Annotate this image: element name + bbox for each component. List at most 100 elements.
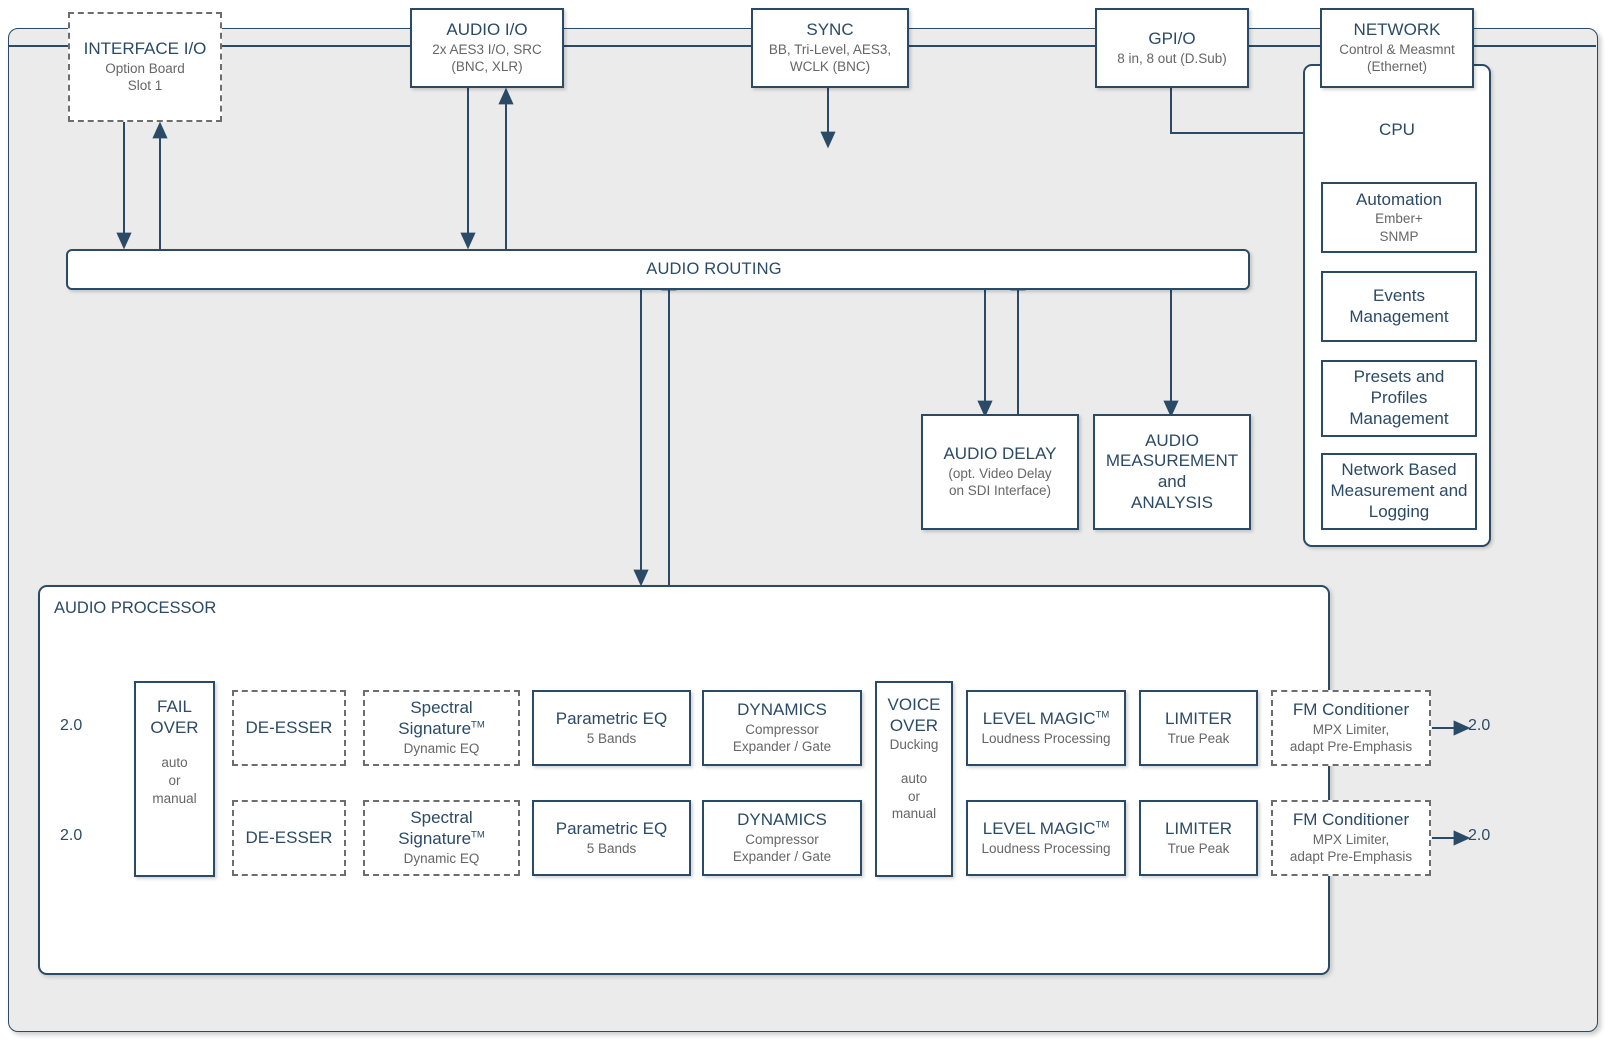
block-title: LEVEL MAGICTM — [983, 819, 1109, 840]
block-subtitle-1: 8 in, 8 out (D.Sub) — [1117, 50, 1227, 66]
block-sync[interactable]: SYNC BB, Tri-Level, AES3, WCLK (BNC) — [751, 8, 909, 88]
block-subtitle-1: MPX Limiter, — [1312, 721, 1390, 737]
block-subtitle-2: (Ethernet) — [1366, 59, 1428, 75]
output-label-b: 2.0 — [1468, 827, 1491, 844]
block-gpio[interactable]: GPI/O 8 in, 8 out (D.Sub) — [1095, 8, 1249, 88]
fail-over-mode-3: manual — [152, 790, 197, 806]
block-title: AUDIO I/O — [446, 20, 528, 40]
block-title: Spectral SignatureTM — [365, 808, 518, 849]
block-spectral-signature-b[interactable]: Spectral SignatureTM Dynamic EQ — [363, 800, 520, 876]
cpu-label: CPU — [1379, 120, 1415, 139]
tm-mark: TM — [471, 719, 485, 731]
block-subtitle-1: Loudness Processing — [981, 730, 1111, 746]
cpu-item-sub-1: Ember+ — [1375, 211, 1423, 227]
block-subtitle-1: Compressor — [745, 831, 819, 847]
fail-over-text: FAIL OVER — [150, 697, 199, 737]
block-title-2: MEASUREMENT — [1105, 451, 1239, 471]
block-fm-conditioner-a[interactable]: FM Conditioner MPX Limiter, adapt Pre-Em… — [1271, 690, 1431, 766]
block-subtitle-1: 5 Bands — [586, 730, 637, 746]
block-fail-over[interactable]: FAIL OVER auto or manual — [134, 681, 215, 877]
block-title: Parametric EQ — [555, 818, 668, 838]
block-title: FM Conditioner — [1292, 700, 1410, 720]
cpu-item-presets-profiles[interactable]: Presets and Profiles Management — [1321, 360, 1477, 437]
block-subtitle-1: MPX Limiter, — [1312, 831, 1390, 847]
block-subtitle-1: BB, Tri-Level, AES3, — [768, 41, 892, 57]
cpu-item-automation[interactable]: Automation Ember+ SNMP — [1321, 182, 1477, 253]
voice-over-mode-1: auto — [900, 771, 928, 787]
footer: jünger D*AP4 LM EDITION Block Diagram st… — [8, 975, 1596, 1030]
block-de-esser-b[interactable]: DE-ESSER — [232, 800, 346, 876]
block-limiter-b[interactable]: LIMITER True Peak — [1139, 800, 1258, 876]
block-audio-io[interactable]: AUDIO I/O 2x AES3 I/O, SRC (BNC, XLR) — [410, 8, 564, 88]
block-subtitle-2: on SDI Interface) — [948, 483, 1052, 499]
block-title: DE-ESSER — [245, 717, 333, 737]
block-voice-over[interactable]: VOICE OVER Ducking auto or manual — [875, 681, 953, 877]
block-subtitle-1: Option Board — [105, 60, 185, 76]
block-title: GPI/O — [1148, 28, 1196, 48]
tm-mark: TM — [1095, 709, 1110, 721]
block-title: DYNAMICS — [737, 810, 827, 830]
block-title: LEVEL MAGICTM — [983, 709, 1109, 730]
input-label-a: 2.0 — [60, 717, 83, 734]
block-subtitle-1: Compressor — [745, 721, 819, 737]
block-title: VOICE OVER — [877, 695, 951, 736]
block-parametric-eq-a[interactable]: Parametric EQ 5 Bands — [532, 690, 691, 766]
block-level-magic-a[interactable]: LEVEL MAGICTM Loudness Processing — [966, 690, 1126, 766]
fail-over-mode-1: auto — [161, 755, 188, 771]
block-network[interactable]: NETWORK Control & Measmnt (Ethernet) — [1320, 8, 1474, 88]
block-dynamics-a[interactable]: DYNAMICS Compressor Expander / Gate — [702, 690, 862, 766]
block-title: Spectral SignatureTM — [365, 698, 518, 739]
tm-mark: TM — [471, 829, 485, 841]
audio-routing-bar[interactable]: AUDIO ROUTING — [66, 249, 1250, 290]
block-parametric-eq-b[interactable]: Parametric EQ 5 Bands — [532, 800, 691, 876]
block-de-esser-a[interactable]: DE-ESSER — [232, 690, 346, 766]
cpu-item-title: Events Management — [1349, 285, 1449, 326]
audio-routing-label: AUDIO ROUTING — [646, 260, 782, 278]
block-title: LIMITER — [1164, 708, 1233, 728]
block-limiter-a[interactable]: LIMITER True Peak — [1139, 690, 1258, 766]
audio-processor-label: AUDIO PROCESSOR — [54, 599, 217, 617]
block-title: INTERFACE I/O — [83, 39, 207, 59]
block-title-3: and — [1157, 472, 1187, 491]
cpu-item-title: Automation — [1356, 189, 1442, 209]
input-label-b: 2.0 — [60, 827, 83, 844]
block-title: DYNAMICS — [737, 700, 827, 720]
spectral-signature-text: Spectral Signature — [398, 808, 473, 849]
cpu-item-network-measurement[interactable]: Network Based Measurement and Logging — [1321, 453, 1477, 530]
block-subtitle-2: adapt Pre-Emphasis — [1289, 739, 1413, 755]
block-title: LIMITER — [1164, 818, 1233, 838]
block-title-4: ANALYSIS — [1131, 492, 1213, 512]
level-magic-text: LEVEL MAGIC — [982, 818, 1096, 838]
block-spectral-signature-a[interactable]: Spectral SignatureTM Dynamic EQ — [363, 690, 520, 766]
block-subtitle-2: (BNC, XLR) — [451, 59, 523, 75]
block-audio-measurement[interactable]: AUDIO MEASUREMENT and ANALYSIS — [1093, 414, 1251, 530]
block-dynamics-b[interactable]: DYNAMICS Compressor Expander / Gate — [702, 800, 862, 876]
cpu-item-title: Presets and Profiles Management — [1349, 367, 1449, 428]
block-level-magic-b[interactable]: LEVEL MAGICTM Loudness Processing — [966, 800, 1126, 876]
voice-over-subtitle: Ducking — [889, 737, 939, 753]
block-subtitle-2: Slot 1 — [127, 78, 163, 94]
block-fm-conditioner-b[interactable]: FM Conditioner MPX Limiter, adapt Pre-Em… — [1271, 800, 1431, 876]
block-title: DE-ESSER — [245, 827, 333, 847]
block-title: NETWORK — [1353, 20, 1441, 40]
block-subtitle-1: (opt. Video Delay — [948, 465, 1052, 481]
block-title: AUDIO — [1145, 430, 1199, 450]
cpu-item-events-management[interactable]: Events Management — [1321, 271, 1477, 342]
block-subtitle-1: Loudness Processing — [981, 840, 1111, 856]
cpu-panel: CPU Automation Ember+ SNMP Events Manage… — [1303, 64, 1491, 547]
block-subtitle-1: Dynamic EQ — [403, 740, 480, 756]
block-subtitle-1: True Peak — [1167, 730, 1230, 746]
block-interface-io[interactable]: INTERFACE I/O Option Board Slot 1 — [68, 12, 222, 122]
cpu-item-title: Network Based Measurement and Logging — [1330, 460, 1468, 521]
block-title: AUDIO DELAY — [943, 444, 1057, 464]
cpu-item-sub-2: SNMP — [1379, 228, 1419, 244]
block-subtitle-1: 2x AES3 I/O, SRC — [432, 41, 542, 57]
voice-over-mode-3: manual — [891, 806, 937, 822]
voice-over-mode-2: or — [907, 788, 920, 804]
block-title: FM Conditioner — [1292, 810, 1410, 830]
block-subtitle-1: True Peak — [1167, 840, 1230, 856]
audio-processor-panel: AUDIO PROCESSOR — [38, 585, 1330, 975]
block-audio-delay[interactable]: AUDIO DELAY (opt. Video Delay on SDI Int… — [921, 414, 1079, 530]
block-title: Parametric EQ — [555, 708, 668, 728]
output-label-a: 2.0 — [1468, 717, 1491, 734]
